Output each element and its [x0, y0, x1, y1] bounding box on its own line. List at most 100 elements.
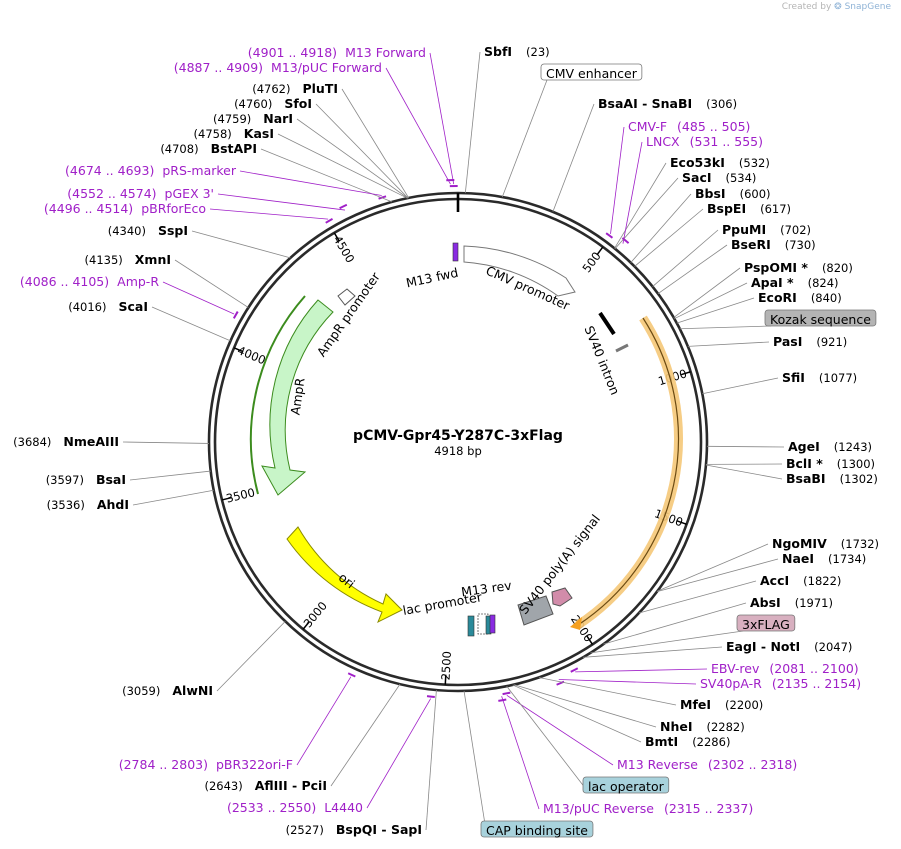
- sv40-intron-small: [615, 343, 629, 353]
- leader-line: [296, 676, 352, 766]
- primer-label[interactable]: pBRforEco(4496 .. 4514): [44, 201, 206, 216]
- label-position: (3597): [46, 473, 84, 487]
- enzyme-label[interactable]: PasI(921): [773, 334, 847, 349]
- enzyme-label[interactable]: SspI(4340): [108, 223, 188, 238]
- enzyme-label[interactable]: BbsI(600): [695, 186, 771, 201]
- label-position: (2200): [725, 698, 763, 712]
- enzyme-label[interactable]: BsaAI - SnaBI(306): [598, 96, 737, 111]
- label-name: BclI *: [786, 456, 823, 471]
- enzyme-label[interactable]: PluTI(4762): [252, 81, 338, 96]
- label-name: EcoRI: [758, 290, 797, 305]
- feature-box-label[interactable]: CAP binding site: [480, 820, 594, 838]
- enzyme-label[interactable]: SfiI(1077): [782, 370, 857, 385]
- enzyme-label[interactable]: AflIII - PciI(2643): [204, 778, 327, 793]
- feature-box-label[interactable]: 3xFLAG: [736, 614, 796, 632]
- primer-label[interactable]: M13/pUC Forward(4887 .. 4909): [174, 60, 382, 75]
- primer-label[interactable]: SV40pA-R(2135 .. 2154): [700, 676, 861, 691]
- label-position: (532): [739, 156, 770, 170]
- primer-marks: [232, 179, 630, 702]
- enzyme-label[interactable]: AhdI(3536): [47, 497, 129, 512]
- enzyme-label[interactable]: XmnI(4135): [85, 252, 171, 267]
- enzyme-label[interactable]: BstAPI(4708): [160, 141, 257, 156]
- label-name: NaeI: [782, 551, 814, 566]
- primer-label[interactable]: LNCX(531 .. 555): [646, 134, 763, 149]
- primer-label[interactable]: pGEX 3'(4552 .. 4574): [67, 186, 214, 201]
- enzyme-label[interactable]: AbsI(1971): [750, 595, 833, 610]
- label-name: CMV-F: [628, 119, 667, 134]
- cmv-promoter-arrow: [463, 245, 576, 297]
- enzyme-label[interactable]: PpuMI(702): [722, 222, 811, 237]
- enzyme-label[interactable]: SbfI(23): [484, 44, 550, 59]
- enzyme-label[interactable]: EcoRI(840): [758, 290, 842, 305]
- label-position: (4760): [234, 97, 272, 111]
- feature-box-text: 3xFLAG: [742, 617, 790, 632]
- feature-box-label[interactable]: lac operator: [582, 776, 670, 794]
- leader-line: [216, 621, 286, 692]
- tick-label-3500: 3500: [225, 485, 257, 506]
- primer-label[interactable]: M13/pUC Reverse(2315 .. 2337): [543, 801, 753, 816]
- tick-4000: [233, 347, 244, 353]
- leader-line: [634, 208, 704, 267]
- label-position: (2533 .. 2550): [227, 800, 316, 815]
- tick-1500: [676, 520, 687, 526]
- primer-label[interactable]: Amp-R(4086 .. 4105): [20, 274, 159, 289]
- label-name: EagI - NotI: [726, 639, 800, 654]
- enzyme-label[interactable]: NheI(2282): [660, 719, 745, 734]
- enzyme-label[interactable]: BspEI(617): [707, 201, 791, 216]
- enzyme-label[interactable]: BsaI(3597): [46, 472, 126, 487]
- enzyme-label[interactable]: BsaBI(1302): [786, 471, 878, 486]
- enzyme-label[interactable]: ApaI *(824): [751, 275, 839, 290]
- primer-label[interactable]: M13 Reverse(2302 .. 2318): [617, 757, 797, 772]
- ampr-promoter-arrow: [337, 288, 356, 306]
- feature-box: [480, 820, 594, 838]
- label-name: KasI: [244, 126, 274, 141]
- primer-label[interactable]: EBV-rev(2081 .. 2100): [711, 661, 859, 676]
- enzyme-label[interactable]: BseRI(730): [731, 237, 816, 252]
- label-position: (2282): [707, 720, 745, 734]
- leader-line: [674, 282, 748, 320]
- enzyme-label[interactable]: SacI(534): [682, 170, 756, 185]
- feature-box-label[interactable]: CMV enhancer: [540, 63, 643, 81]
- enzyme-label[interactable]: NmeAIII(3684): [13, 434, 119, 449]
- feature-label-sv40-intron: SV40 intron: [582, 324, 623, 397]
- leader-line: [622, 141, 643, 244]
- label-position: (4762): [252, 82, 290, 96]
- enzyme-label[interactable]: PspOMI *(820): [744, 260, 853, 275]
- primer-label[interactable]: L4440 (2533 .. 2550): [227, 800, 363, 815]
- enzyme-label[interactable]: BmtI(2286): [645, 734, 730, 749]
- enzyme-label[interactable]: Eco53kI (532): [670, 155, 770, 170]
- label-leaders: [122, 51, 785, 838]
- label-position: (3536): [47, 498, 85, 512]
- feature-box: [540, 63, 643, 81]
- leader-line: [151, 306, 231, 342]
- label-name: AccI: [760, 573, 789, 588]
- tick-2500: [444, 674, 447, 685]
- enzyme-label[interactable]: AgeI(1243): [788, 439, 872, 454]
- label-position: (4759): [213, 112, 251, 126]
- label-name: L4440: [324, 800, 363, 815]
- tick-3000: [302, 621, 311, 630]
- feature-box-text: CAP binding site: [486, 823, 588, 838]
- label-position: (4016): [68, 300, 106, 314]
- tick-label-4500: 4500: [331, 233, 358, 265]
- enzyme-label[interactable]: AlwNI(3059): [122, 683, 213, 698]
- enzyme-label[interactable]: MfeI(2200): [680, 697, 763, 712]
- enzyme-label[interactable]: BclI *(1300): [786, 456, 875, 471]
- primer-label[interactable]: M13 Forward(4901 .. 4918): [248, 45, 426, 60]
- feature-box-text: Kozak sequence: [770, 312, 871, 327]
- primer-label[interactable]: pRS-marker(4674 .. 4693): [65, 163, 237, 178]
- primer-label[interactable]: CMV-F(485 .. 505): [628, 119, 750, 134]
- label-name: Amp-R: [117, 274, 159, 289]
- enzyme-label[interactable]: NarI(4759): [213, 111, 293, 126]
- label-name: Eco53kI: [670, 155, 725, 170]
- enzyme-label[interactable]: SfoI(4760): [234, 96, 312, 111]
- enzyme-label[interactable]: NaeI(1734): [782, 551, 866, 566]
- enzyme-label[interactable]: EagI - NotI(2047): [726, 639, 852, 654]
- enzyme-label[interactable]: KasI(4758): [194, 126, 274, 141]
- enzyme-label[interactable]: AccI(1822): [760, 573, 841, 588]
- enzyme-label[interactable]: BspQI - SapI(2527): [286, 822, 422, 837]
- primer-label[interactable]: pBR322ori-F(2784 .. 2803): [119, 757, 293, 772]
- enzyme-label[interactable]: NgoMIV(1732): [772, 536, 879, 551]
- feature-box-label[interactable]: Kozak sequence: [764, 309, 877, 327]
- enzyme-label[interactable]: ScaI(4016): [68, 299, 148, 314]
